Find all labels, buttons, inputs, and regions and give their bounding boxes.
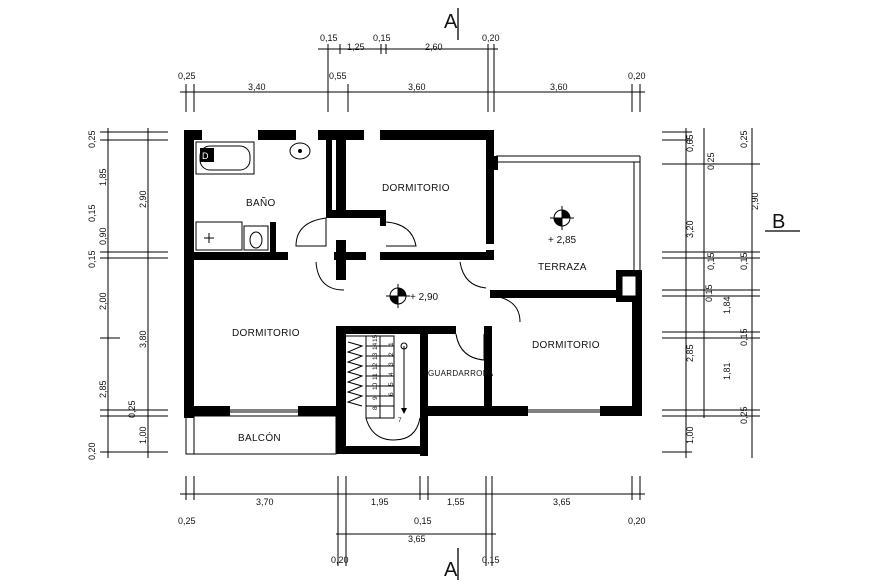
- dim-right-b: 3,20: [685, 220, 695, 238]
- section-a-bottom-label: A: [444, 559, 458, 581]
- dimension-chain-left-inner: 2,90 3,80 1,00: [138, 128, 149, 458]
- room-dormitorio-left: DORMITORIO: [232, 328, 300, 339]
- stair-step-3: 3: [388, 362, 395, 366]
- room-dormitorio-right: DORMITORIO: [532, 340, 600, 351]
- stair-step-15: 15: [372, 334, 379, 342]
- dim-left-h: 0,25: [127, 400, 137, 418]
- dimension-chain-left-outer: 0,25 1,85 0,15 0,90 0,15 2,00 2,85 0,25 …: [87, 128, 168, 460]
- stair-step-11: 11: [372, 373, 379, 380]
- dim-bottom1-b: 1,95: [371, 497, 389, 507]
- dim-left-e: 0,15: [87, 250, 97, 268]
- stair-step-7: 7: [398, 417, 402, 424]
- dim-top2-d: 3,60: [408, 82, 426, 92]
- dim-bottom3-b: 3,65: [408, 534, 426, 544]
- dim-right-d: 2,85: [685, 344, 695, 362]
- dim-rightmid-d: 1,81: [722, 362, 732, 380]
- room-bano: BAÑO: [246, 196, 276, 209]
- dim-rightmid-c: 1,84: [722, 296, 732, 314]
- dim-left-g: 2,85: [98, 380, 108, 398]
- stair-step-13: 13: [372, 352, 379, 360]
- room-terraza: TERRAZA: [538, 262, 587, 273]
- section-marker-b: B: [765, 211, 800, 233]
- dim-top2-c: 0,55: [329, 71, 347, 81]
- stair-step-8: 8: [372, 406, 379, 410]
- doors: [295, 217, 521, 361]
- dim-bottom1-a: 3,70: [256, 497, 274, 507]
- section-a-top-label: A: [444, 11, 458, 33]
- dimension-chain-right-mid: 0,25 0,15 1,84 1,81: [703, 128, 732, 418]
- dim-bottom2-b: 0,15: [414, 516, 432, 526]
- dim-bottom1-c: 1,55: [447, 497, 465, 507]
- bathtub-drain-icon: D: [202, 151, 209, 161]
- dim-leftin-b: 3,80: [138, 330, 148, 348]
- dim-left-b: 1,85: [98, 168, 108, 186]
- dim-left-a: 0,25: [87, 130, 97, 148]
- stair-step-2: 2: [388, 352, 395, 356]
- level-marker-hall: + 2,90: [386, 284, 439, 308]
- dim-rightmid-b: 0,15: [706, 252, 716, 270]
- stair-step-12: 12: [372, 362, 379, 370]
- stair-step-9: 9: [372, 396, 379, 400]
- dim-top1-a: 0,15: [320, 33, 338, 43]
- dim-rightout-b: 2,90: [750, 192, 760, 210]
- section-marker-a-top: A: [444, 8, 459, 40]
- room-balcon: BALCÓN: [238, 431, 281, 444]
- dim-rightmid-a: 0,25: [706, 152, 716, 170]
- dim-rightout-a: 0,25: [739, 130, 749, 148]
- dim-left-f: 2,00: [98, 292, 108, 310]
- dimension-chain-bottom-2: 0,25 0,15 0,20: [178, 516, 646, 526]
- dim-bottom3-a: 0,20: [331, 555, 349, 565]
- dim-top2-a: 0,25: [178, 71, 196, 81]
- dim-right-a: 0,65: [685, 134, 695, 152]
- dim-bottom2-c: 0,20: [628, 516, 646, 526]
- dimension-chain-top-2: 0,25 3,40 0,55 3,60 3,60 0,20: [178, 71, 646, 112]
- dim-left-i: 0,20: [87, 442, 97, 460]
- stair-step-1: 1: [388, 342, 395, 346]
- stair-step-6: 6: [388, 392, 395, 396]
- dim-rightout-c: 0,15: [739, 252, 749, 270]
- walls: [184, 130, 642, 456]
- bathroom-fixtures: D: [195, 141, 311, 251]
- dim-right-e: 1,00: [685, 426, 695, 444]
- room-guardarropa: GUARDARROPA: [428, 369, 494, 378]
- stair-step-4: 4: [388, 372, 395, 376]
- dimension-chain-bottom-1: 3,70 1,95 1,55 3,65: [180, 476, 645, 566]
- dim-left-c: 0,15: [87, 204, 97, 222]
- room-labels: BAÑO DORMITORIO TERRAZA DORMITORIO DORMI…: [232, 183, 600, 444]
- stair-step-10: 10: [372, 382, 379, 390]
- staircase: 1 2 3 4 5 6 7 8 9 10 11 12 13 14 15: [346, 334, 421, 441]
- stair-step-5: 5: [388, 382, 395, 386]
- dim-leftin-c: 1,00: [138, 426, 148, 444]
- stair-step-14: 14: [372, 342, 379, 350]
- dim-top1-d: 2,60: [425, 42, 443, 52]
- level-terraza-label: + 2,85: [548, 235, 577, 246]
- room-dormitorio-top: DORMITORIO: [382, 183, 450, 194]
- dim-bottom1-d: 3,65: [553, 497, 571, 507]
- dim-left-d: 0,90: [98, 227, 108, 245]
- level-hall-label: + 2,90: [410, 292, 439, 303]
- dim-leftin-a: 2,90: [138, 190, 148, 208]
- level-marker-terraza: + 2,85: [548, 206, 577, 246]
- dim-rightout-e: 0,25: [739, 406, 749, 424]
- dim-bottom3-c: 0,15: [482, 555, 500, 565]
- dimension-chain-top-1: 0,15 1,25 0,15 2,60 0,20: [318, 33, 500, 112]
- dim-top1-c: 0,15: [373, 33, 391, 43]
- dimension-chain-right-inner: 0,65 3,20 0,15 2,85 1,00: [662, 128, 760, 458]
- dim-bottom2-a: 0,25: [178, 516, 196, 526]
- dim-right-c: 0,15: [704, 284, 714, 302]
- dim-rightout-d: 0,15: [739, 328, 749, 346]
- section-marker-a-bottom: A: [444, 548, 459, 581]
- dim-top2-f: 0,20: [628, 71, 646, 81]
- dim-top1-b: 1,25: [347, 42, 365, 52]
- dim-top1-e: 0,20: [482, 33, 500, 43]
- dim-top2-e: 3,60: [550, 82, 568, 92]
- dimension-chain-bottom-3: 3,65 0,20 0,15: [331, 533, 500, 565]
- dim-top2-b: 3,40: [248, 82, 266, 92]
- section-b-label: B: [772, 211, 785, 233]
- dimension-chain-right-outer: 0,25 2,90 0,15 0,15 0,25: [739, 128, 760, 458]
